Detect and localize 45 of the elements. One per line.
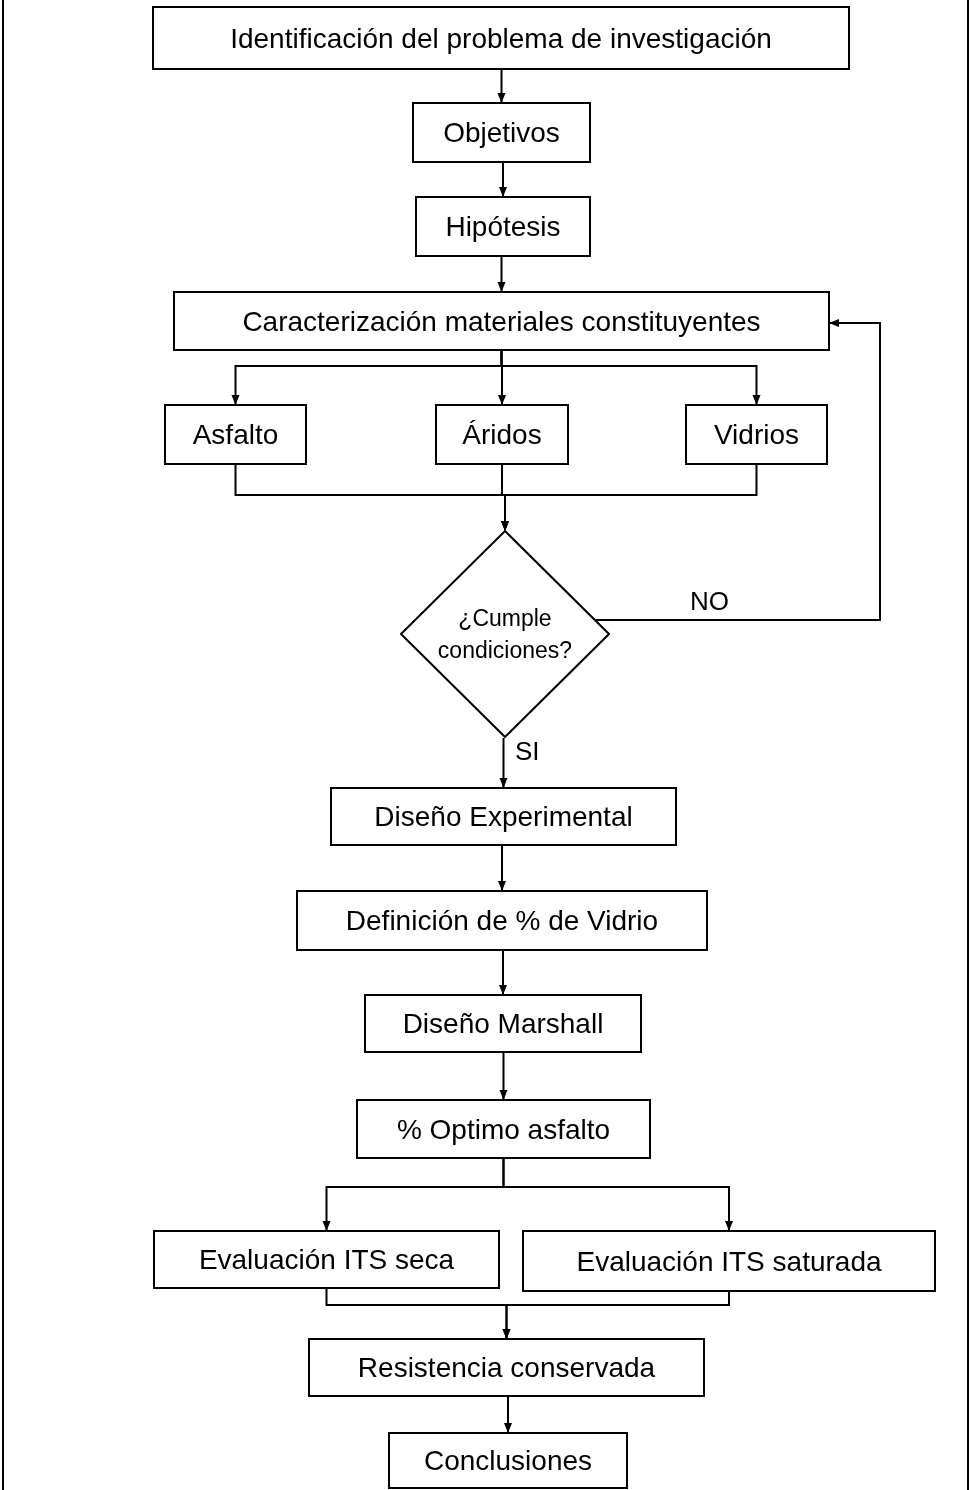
process-box — [308, 1338, 705, 1397]
node-label: Diseño Experimental — [373, 800, 634, 834]
arrow — [499, 1052, 508, 1100]
process-box — [296, 890, 708, 951]
arrow — [502, 1158, 733, 1231]
arrow — [500, 350, 761, 405]
process-box — [173, 291, 830, 351]
node-label: % Optimo asfalto — [395, 1112, 612, 1147]
arrow — [497, 69, 506, 103]
process-box — [415, 196, 591, 257]
node-label: Identificación del problema de investigación — [229, 21, 773, 56]
arrow — [501, 464, 758, 531]
node-label: ¿Cumple condiciones? — [436, 604, 574, 665]
process-box — [435, 404, 569, 465]
decision-diamond — [400, 530, 610, 738]
arrow — [502, 1291, 730, 1339]
arrow — [499, 737, 508, 788]
process-box — [388, 1432, 628, 1489]
node-label: Objetivos — [442, 116, 561, 150]
process-box — [412, 102, 591, 163]
process-box — [685, 404, 828, 465]
node-label: Evaluación ITS seca — [197, 1243, 456, 1277]
node-label: Vidrios — [712, 418, 801, 452]
node-label: Áridos — [461, 418, 543, 452]
arrow — [594, 319, 881, 621]
arrow — [499, 162, 507, 197]
arrow — [498, 845, 506, 891]
arrow — [504, 1396, 512, 1433]
arrow — [497, 256, 506, 292]
node-label: Asfalto — [191, 418, 280, 452]
process-box — [330, 787, 677, 846]
process-box — [152, 6, 850, 70]
node-label: Evaluación ITS saturada — [575, 1244, 883, 1279]
node-label: Resistencia conservada — [356, 1351, 657, 1385]
process-box — [153, 1230, 500, 1289]
arrow — [499, 950, 507, 995]
node-label: Hipótesis — [444, 210, 562, 244]
process-box — [522, 1230, 936, 1292]
node-label: Definición de % de Vidrio — [344, 904, 660, 938]
node-label: Diseño Marshall — [401, 1007, 605, 1041]
node-label: Caracterización materiales constituyentes — [241, 304, 762, 339]
node-label: Conclusiones — [422, 1444, 594, 1478]
process-box — [164, 404, 307, 465]
process-box — [364, 994, 642, 1053]
process-box — [356, 1099, 651, 1159]
